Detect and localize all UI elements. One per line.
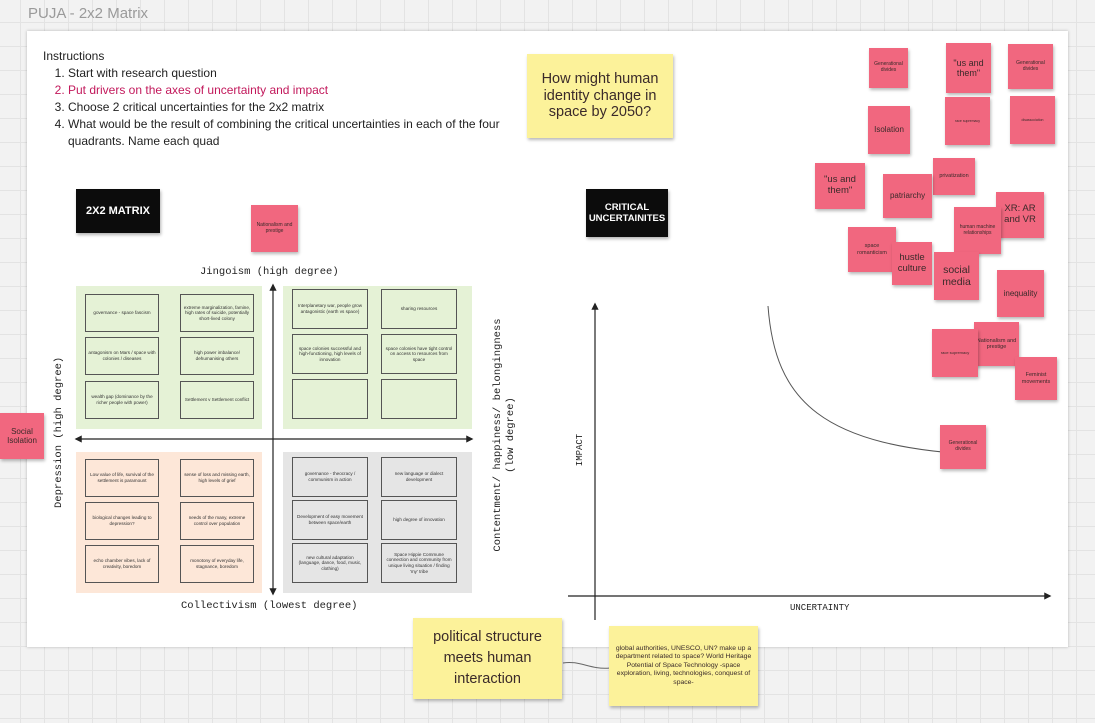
matrix-label[interactable]: 2X2 MATRIX <box>76 189 160 233</box>
matrix-card[interactable]: new cultural adaptation (language, dance… <box>292 543 368 583</box>
cluster-sticky[interactable]: Nationalism and prestige <box>974 322 1019 366</box>
cluster-sticky[interactable]: "us and them" <box>946 43 991 93</box>
matrix-card[interactable]: Development of easy movement between spa… <box>292 500 368 540</box>
matrix-card[interactable]: sharing resources <box>381 289 457 329</box>
cluster-sticky[interactable]: Generational divides <box>869 48 908 88</box>
cluster-sticky[interactable]: Generational divides <box>1008 44 1053 89</box>
quadrant-top-left <box>76 286 262 429</box>
cluster-sticky[interactable]: patriarchy <box>883 174 932 218</box>
matrix-card[interactable]: space colonies successful and high-funct… <box>292 334 368 374</box>
matrix-card[interactable]: biological changes leading to depression… <box>85 502 159 540</box>
impact-curve <box>767 305 986 456</box>
cluster-sticky[interactable]: "us and them" <box>815 163 865 209</box>
board-title[interactable]: PUJA - 2x2 Matrix <box>28 5 149 22</box>
matrix-card[interactable] <box>292 379 368 419</box>
cluster-sticky[interactable]: Feminist movements <box>1015 357 1057 400</box>
matrix-card[interactable] <box>381 379 457 419</box>
social-isolation-sticky[interactable]: Social Isolation <box>0 413 44 459</box>
matrix-card[interactable]: Low value of life, survival of the settl… <box>85 459 159 497</box>
matrix-card[interactable]: extreme marginalization, famine, high ra… <box>180 294 254 332</box>
matrix-card[interactable]: Settlement v Settlement conflict <box>180 381 254 419</box>
cluster-sticky[interactable]: hustle culture <box>892 242 932 285</box>
critical-label[interactable]: CRITICAL UNCERTAINITES <box>586 189 668 237</box>
cluster-sticky[interactable]: inequality <box>997 270 1044 317</box>
matrix-card[interactable]: new language or dialect development <box>381 457 457 497</box>
cluster-sticky[interactable]: space romanticism <box>848 227 896 272</box>
instruction-step: Put drivers on the axes of uncertainty a… <box>68 82 513 99</box>
instruction-step: Start with research question <box>68 65 513 82</box>
matrix-card[interactable]: governance - space fascism <box>85 294 159 332</box>
cluster-sticky[interactable]: privatization <box>933 158 975 195</box>
instruction-step: What would be the result of combining th… <box>68 116 513 150</box>
cluster-sticky[interactable]: race supremacy <box>945 97 990 145</box>
matrix-card[interactable]: space colonies have tight control on acc… <box>381 334 457 374</box>
generational-divides-sticky[interactable]: Generational divides <box>940 425 986 469</box>
connector-line <box>562 661 611 669</box>
uncertainty-axis-label: UNCERTAINTY <box>790 603 850 613</box>
matrix-card[interactable]: echo chamber vibes, lack of creativity, … <box>85 545 159 583</box>
quadrant-top-right <box>283 286 472 429</box>
cluster-sticky[interactable]: disassociation <box>1010 96 1055 144</box>
matrix-card[interactable]: governance - theocracy / communism in ac… <box>292 457 368 497</box>
cluster-sticky[interactable]: race supremacy <box>932 329 978 377</box>
matrix-card[interactable]: monotony of everyday life, stagnance, bo… <box>180 545 254 583</box>
impact-axis-label: IMPACT <box>575 433 585 467</box>
research-question-sticky[interactable]: How might human identity change in space… <box>527 54 673 138</box>
political-structure-sticky[interactable]: political structure meets human interact… <box>413 618 562 699</box>
instructions-list: Start with research question Put drivers… <box>43 65 513 150</box>
axis-top-label: Jingoism (high degree) <box>200 266 339 278</box>
matrix-card[interactable]: wealth gap (dominance by the richer peop… <box>85 381 159 419</box>
quadrant-bottom-right <box>283 452 472 593</box>
global-authorities-sticky[interactable]: global authorities, UNESCO, UN? make up … <box>609 626 758 706</box>
instruction-step: Choose 2 critical uncertainties for the … <box>68 99 513 116</box>
nationalism-sticky[interactable]: Nationalism and prestige <box>251 205 298 252</box>
quadrant-bottom-left <box>76 452 262 593</box>
matrix-card[interactable]: high degree of innovation <box>381 500 457 540</box>
matrix-card[interactable]: high power imbalance/ dehumanising other… <box>180 337 254 375</box>
cluster-sticky[interactable]: social media <box>934 252 979 300</box>
axis-bottom-label: Collectivism (lowest degree) <box>181 600 358 612</box>
cluster-sticky[interactable]: human machine relationships <box>954 207 1001 254</box>
instructions-heading: Instructions <box>43 49 105 63</box>
instructions: Instructions Start with research questio… <box>43 48 513 150</box>
cluster-sticky[interactable]: Isolation <box>868 106 910 154</box>
matrix-card[interactable]: Space Hippie Commune connection and comm… <box>381 543 457 583</box>
matrix-card[interactable]: antagonism on Mars / space with colonies… <box>85 337 159 375</box>
matrix-card[interactable]: needs of the many, extreme control over … <box>180 502 254 540</box>
matrix-card[interactable]: Interplanetary war, people grow antagoni… <box>292 289 368 329</box>
matrix-card[interactable]: sense of loss and missing earth, high le… <box>180 459 254 497</box>
cluster-sticky[interactable]: XR: AR and VR <box>996 192 1044 238</box>
